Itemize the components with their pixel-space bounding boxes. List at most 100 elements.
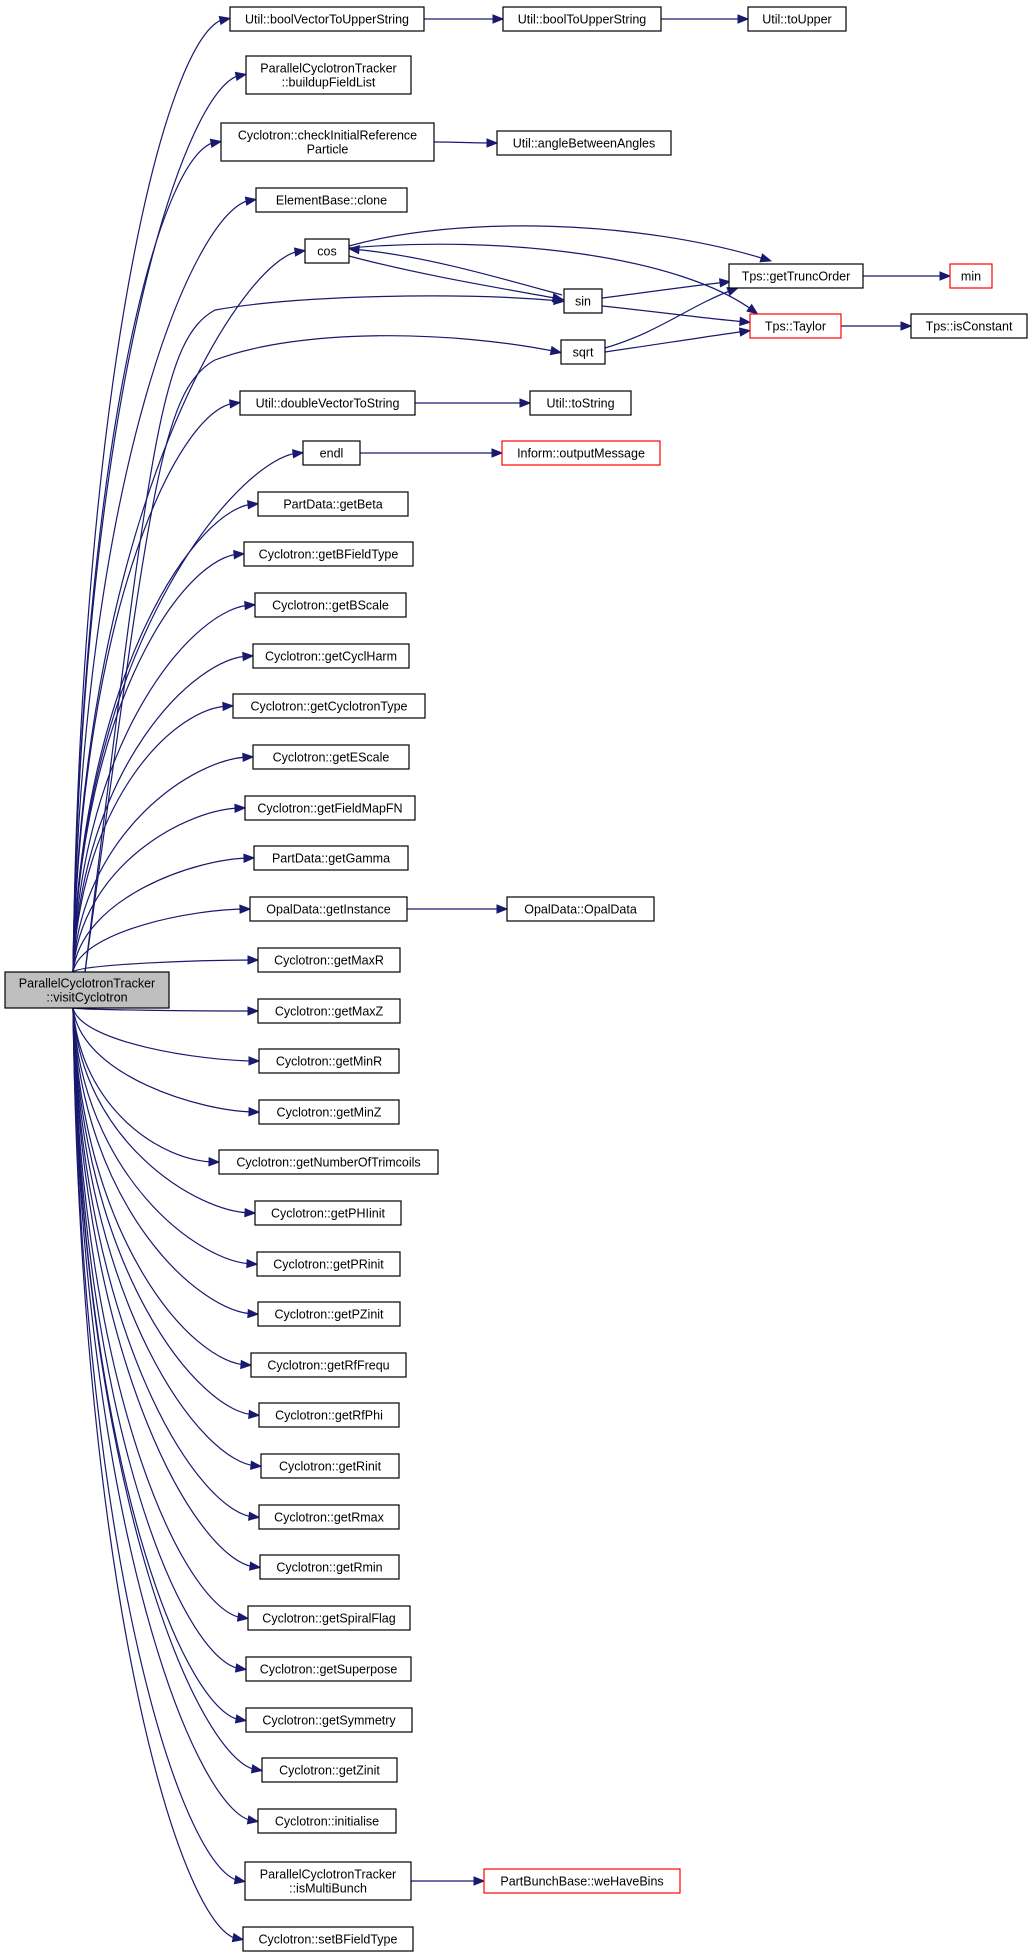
node-gsym[interactable]: Cyclotron::getSymmetry [245,1707,413,1733]
edge-line [72,1007,243,1882]
arrowhead [248,1107,261,1117]
arrowhead [250,1764,264,1774]
node-outmsg[interactable]: Inform::outputMessage [501,440,661,466]
node-gmaxr[interactable]: Cyclotron::getMaxR [257,947,401,973]
node-label: ParallelCyclotronTracker [260,62,396,76]
edge-dvts-to-tostring [415,398,532,408]
arrowhead [240,1359,253,1370]
node-ges[interactable]: Cyclotron::getEScale [252,744,410,770]
node-box [496,130,672,156]
node-grfp[interactable]: Cyclotron::getRfPhi [258,1402,400,1428]
arrowhead [233,1874,247,1885]
node-root[interactable]: ParallelCyclotronTracker::visitCyclotron [4,971,170,1009]
node-ggamma[interactable]: PartData::getGamma [253,845,409,871]
node-gbft[interactable]: Cyclotron::getBFieldType [243,541,414,567]
edge-root-to-clone [72,196,258,973]
node-opaldata[interactable]: OpalData::OpalData [506,896,655,922]
edge-line [72,1007,257,1062]
node-imb[interactable]: ParallelCyclotronTracker::isMultiBunch [244,1861,412,1901]
node-gfm[interactable]: Cyclotron::getFieldMapFN [244,795,416,821]
node-gto[interactable]: Tps::getTruncOrder [728,263,864,289]
node-grinit[interactable]: Cyclotron::getRinit [260,1453,400,1479]
arrowhead [208,1157,221,1167]
arrowhead [239,904,252,914]
node-label: Cyclotron::getMaxZ [275,1005,384,1019]
node-box [254,1200,402,1226]
arrowhead [229,399,242,409]
edge-cos-to-sin [348,255,565,303]
node-gbs[interactable]: Cyclotron::getBScale [254,592,407,618]
node-label: cos [317,245,336,259]
node-endl[interactable]: endl [302,440,361,466]
node-aba[interactable]: Util::angleBetweenAngles [496,130,672,156]
node-gntc[interactable]: Cyclotron::getNumberOfTrimcoils [218,1149,439,1175]
arrowhead [293,247,307,257]
node-label: Cyclotron::getRmin [276,1561,382,1575]
arrowhead [491,448,504,458]
node-sin[interactable]: sin [563,288,603,314]
node-toupper[interactable]: Util::toUpper [747,6,847,32]
node-box [261,1757,398,1783]
node-gsf[interactable]: Cyclotron::getSpiralFlag [247,1605,411,1631]
node-sbft[interactable]: Cyclotron::setBFieldType [242,1926,414,1952]
node-gsp[interactable]: Cyclotron::getSuperpose [245,1656,412,1682]
node-gmaxz[interactable]: Cyclotron::getMaxZ [257,998,401,1024]
node-bvtus[interactable]: Util::boolVectorToUpperString [229,6,425,32]
node-label: Util::toString [546,397,614,411]
node-isconst[interactable]: Tps::isConstant [910,313,1028,339]
edge-root-to-gmaxz [72,1006,260,1016]
node-sqrt[interactable]: sqrt [560,339,606,365]
node-min[interactable]: min [949,263,993,289]
node-getbeta[interactable]: PartData::getBeta [257,491,409,517]
node-box [254,592,407,618]
node-gminr[interactable]: Cyclotron::getMinR [258,1048,400,1074]
arrowhead [248,1056,261,1066]
node-box [529,390,632,416]
node-gct[interactable]: Cyclotron::getCyclotronType [232,693,426,719]
edge-root-to-gphi [72,1007,257,1218]
arrowhead [244,1207,257,1218]
edge-line [72,1007,258,1568]
edge-root-to-gmaxr [72,955,260,973]
node-box [257,491,409,517]
edge-root-to-sqrt [84,335,563,973]
node-box [506,896,655,922]
edge-line [84,335,559,973]
node-box [747,6,847,32]
edge-line [72,18,228,973]
node-tostring[interactable]: Util::toString [529,390,632,416]
node-label: Cyclotron::getPHIinit [271,1207,385,1221]
node-clone[interactable]: ElementBase::clone [255,187,408,213]
node-bfl[interactable]: ParallelCyclotronTracker::buildupFieldLi… [245,55,412,95]
edge-root-to-sin [84,295,566,973]
node-btus[interactable]: Util::boolToUpperString [502,6,662,32]
node-ginst[interactable]: OpalData::getInstance [249,896,408,922]
node-whb[interactable]: PartBunchBase::weHaveBins [483,1868,681,1894]
node-box [245,1707,413,1733]
node-grmax[interactable]: Cyclotron::getRmax [258,1504,400,1530]
node-box [4,971,170,1009]
edge-root-to-gpz [72,1007,260,1319]
node-gch[interactable]: Cyclotron::getCyclHarm [252,643,410,669]
arrowhead [519,398,532,408]
node-label: Cyclotron::getMinR [276,1055,382,1069]
node-box [255,187,408,213]
node-grff[interactable]: Cyclotron::getRfFrequ [250,1352,407,1378]
node-grmin[interactable]: Cyclotron::getRmin [259,1554,400,1580]
node-init[interactable]: Cyclotron::initialise [257,1808,397,1834]
node-box [257,947,401,973]
edge-line [72,141,219,973]
edge-root-to-dvts [72,399,242,973]
node-cos[interactable]: cos [304,238,350,264]
node-gpz[interactable]: Cyclotron::getPZinit [257,1301,401,1327]
node-gminz[interactable]: Cyclotron::getMinZ [258,1099,400,1125]
arrowhead [247,955,260,965]
node-dvts[interactable]: Util::doubleVectorToString [239,390,416,416]
node-gzinit[interactable]: Cyclotron::getZinit [261,1757,398,1783]
node-gphi[interactable]: Cyclotron::getPHIinit [254,1200,402,1226]
node-gpr[interactable]: Cyclotron::getPRinit [256,1251,401,1277]
arrowhead [242,651,255,662]
edge-root-to-ges [72,752,255,973]
node-taylor[interactable]: Tps::Taylor [749,313,842,339]
